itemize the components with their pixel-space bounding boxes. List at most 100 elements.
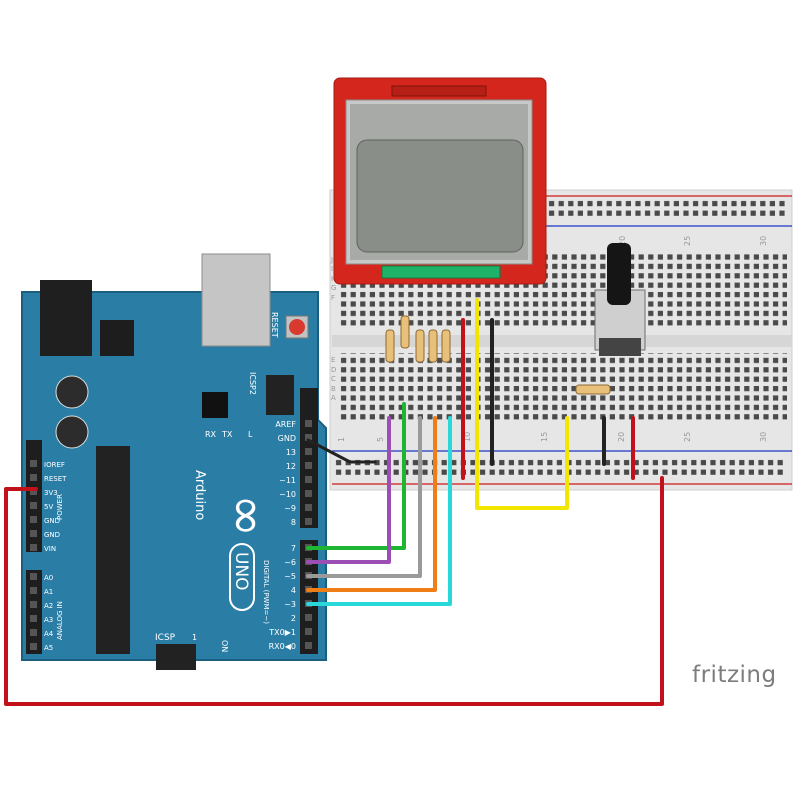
header-pin-hole	[30, 460, 37, 467]
usb-port-icon	[201, 253, 271, 347]
pin-label: RESET	[44, 475, 67, 483]
resistor-2	[400, 315, 410, 349]
analog-header-strip	[26, 570, 42, 654]
resistor-horizontal	[575, 384, 611, 395]
lcd-pin-header	[381, 265, 501, 279]
pin-label: 4	[291, 586, 296, 595]
terminal-holes-lower	[339, 353, 787, 423]
header-pin-hole	[305, 448, 312, 455]
col-num-bottom-1: 1	[337, 437, 346, 442]
pin-label: 3V3	[44, 489, 58, 497]
pin-label: VIN	[44, 545, 56, 553]
pin-label: A0	[44, 574, 53, 582]
header-pin-hole	[305, 476, 312, 483]
resistor-3	[415, 329, 425, 363]
header-pin-hole	[30, 544, 37, 551]
row-letter-e: E	[331, 356, 335, 364]
wire-red-3v3	[4, 476, 664, 706]
icsp2-header	[266, 375, 294, 415]
rx-label: RX	[205, 430, 217, 439]
col-num-bottom-15: 15	[540, 432, 549, 442]
pin-label: IOREF	[44, 461, 65, 469]
row-letter-c: C	[331, 375, 336, 383]
pin-label: RX0◀0	[269, 642, 296, 651]
header-pin-hole	[30, 573, 37, 580]
row-letter-a: A	[331, 394, 336, 402]
pot-shaft	[607, 243, 631, 305]
header-pin-hole	[305, 614, 312, 621]
pin-label: ~11	[279, 476, 296, 485]
potentiometer-icon	[594, 243, 646, 356]
header-pin-hole	[30, 615, 37, 622]
bottom-rail-holes	[334, 458, 786, 478]
pin-label: A2	[44, 602, 53, 610]
resistor-4	[428, 329, 438, 363]
top-rail-holes	[547, 199, 787, 219]
icsp-pin1-label: 1	[192, 633, 197, 642]
pin-label: 8	[291, 518, 296, 527]
row-letter-i: I	[331, 265, 333, 273]
uno-badge	[229, 543, 255, 611]
wire-yellow-backlight	[475, 298, 569, 510]
lcd-top-connector	[391, 85, 487, 97]
row-letter-g: G	[331, 284, 336, 292]
col-num-top-20: 20	[618, 236, 627, 246]
brand-label: Arduino	[192, 470, 207, 520]
pin-label: ~6	[284, 558, 296, 567]
header-pin-hole	[305, 420, 312, 427]
header-pin-hole	[305, 490, 312, 497]
col-num-top-25: 25	[683, 236, 692, 246]
pin-label: ~10	[279, 490, 296, 499]
digital-header-strip	[300, 540, 318, 654]
pin-label: 5V	[44, 503, 53, 511]
header-pin-hole	[30, 601, 37, 608]
digital-section-label: DIGITAL (PWM=~)	[262, 560, 270, 624]
header-pin-hole	[30, 643, 37, 650]
pin-label: A1	[44, 588, 53, 596]
reset-button-cap[interactable]	[289, 319, 305, 335]
header-pin-hole	[30, 530, 37, 537]
power-header-strip	[26, 440, 42, 552]
header-pin-hole	[30, 587, 37, 594]
icsp2-label: ICSP2	[248, 372, 257, 395]
header-pin-hole	[30, 488, 37, 495]
header-pin-hole	[305, 518, 312, 525]
pin-label: GND	[44, 531, 60, 539]
row-letter-d: D	[331, 366, 336, 374]
col-num-top-30: 30	[759, 236, 768, 246]
resistor-5	[441, 329, 451, 363]
fritzing-watermark: fritzing	[692, 662, 777, 688]
col-num-bottom-5: 5	[376, 437, 385, 442]
wire-purple	[306, 416, 391, 564]
pin-label: ~5	[284, 572, 296, 581]
row-letter-j: J	[330, 256, 333, 264]
lcd-screen	[356, 139, 524, 253]
pin-label: 13	[286, 448, 296, 457]
icsp-label: ICSP	[155, 633, 176, 643]
capacitor-2	[55, 415, 89, 449]
small-ic	[202, 392, 228, 418]
resistor-1	[385, 329, 395, 363]
analog-section-label: ANALOG IN	[56, 601, 64, 640]
header-pin-hole	[305, 628, 312, 635]
tx-label: TX	[221, 430, 233, 439]
l-label: L	[248, 430, 253, 439]
wires	[4, 298, 664, 706]
col-num-bottom-20: 20	[617, 432, 626, 442]
pin-label: A5	[44, 644, 53, 652]
pin-label: 2	[291, 614, 296, 623]
row-letter-b: B	[331, 385, 336, 393]
capacitor-1	[55, 375, 89, 409]
top-header-strip	[300, 388, 318, 528]
pin-label: A3	[44, 616, 53, 624]
header-pin-hole	[30, 474, 37, 481]
pin-label: AREF	[275, 420, 296, 429]
microcontroller-chip	[96, 446, 130, 654]
voltage-regulator	[100, 320, 134, 356]
pin-label: 7	[291, 544, 296, 553]
header-pin-hole	[305, 434, 312, 441]
pin-label: GND	[278, 434, 296, 443]
